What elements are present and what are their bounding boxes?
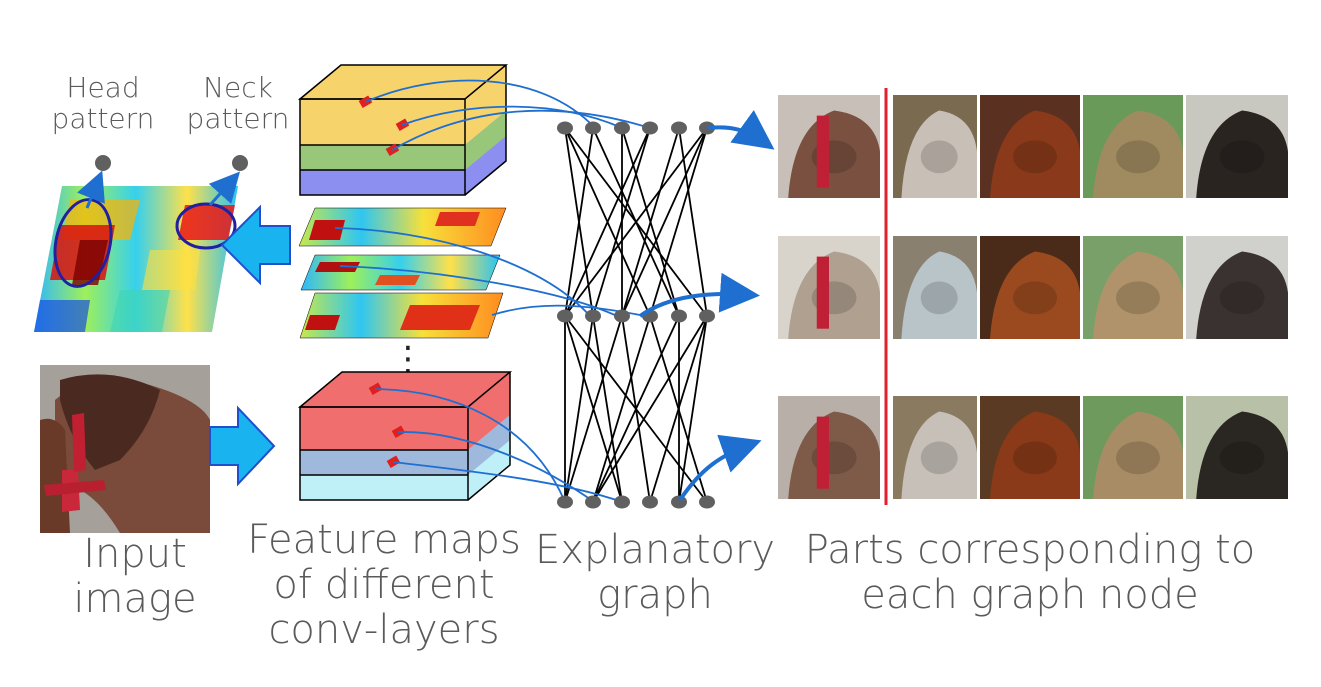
horse-cheek-bridle-patch (778, 396, 880, 499)
head-pattern-label-line2: pattern (51, 102, 155, 136)
graph-edge (592, 315, 651, 503)
graph-edge (592, 315, 623, 503)
backprojection-arrow (220, 204, 291, 286)
neck-pattern-label: Neck pattern (180, 72, 296, 135)
graph-edge (649, 315, 708, 503)
chestnut-horse-mouth-patch (980, 95, 1080, 198)
white-statue-face-patch (893, 396, 977, 499)
graph-node (614, 309, 630, 323)
head-pattern-label-line1: Head (66, 71, 140, 104)
graph-node (557, 495, 573, 509)
white-horse-statue-head-patch (893, 95, 977, 198)
explanatory-graph-label: Explanatory graph (535, 528, 775, 618)
middle-feature-map-slices (298, 207, 507, 339)
graph-node (671, 495, 687, 509)
part-patch-grid (778, 95, 1288, 499)
graph-node (699, 121, 715, 135)
graph-edge (678, 127, 708, 317)
graph-edges (564, 127, 708, 503)
graph-edge (564, 315, 708, 503)
graph-edge (564, 315, 594, 503)
neck-pattern-label-line1: Neck (203, 71, 273, 104)
graph-edge (564, 127, 708, 317)
graph-node (585, 121, 601, 135)
tan-horse-eye-patch (1083, 396, 1183, 499)
parts-label-line2: each graph node (861, 571, 1199, 618)
feature-maps-label-line3: conv-layers (268, 606, 500, 653)
graph-edge (592, 127, 651, 317)
chestnut-horse-eye-patch (980, 396, 1080, 499)
tan-foal-ears-patch (1083, 236, 1183, 339)
graph-node (557, 121, 573, 135)
graph-node (585, 309, 601, 323)
graph-node (642, 121, 658, 135)
graph-edge (564, 127, 651, 317)
feature-map-stack: ⋮ (297, 64, 513, 501)
input-forward-arrow (209, 405, 276, 487)
tan-horse-muzzle-patch (1083, 95, 1183, 198)
feature-maps-label-line1: Feature maps (247, 517, 521, 563)
head-pattern-node (95, 155, 111, 171)
black-horse-ears-patch (1186, 236, 1288, 339)
graph-node (614, 121, 630, 135)
graph-node (614, 495, 630, 509)
graph-node (557, 309, 573, 323)
explanatory-graph-label-line1: Explanatory (535, 527, 776, 573)
head-pattern-label: Head pattern (45, 72, 161, 135)
neck-pattern-node (232, 155, 248, 171)
node-to-part-arrows (638, 110, 775, 502)
neck-pattern-label-line2: pattern (186, 102, 290, 136)
parts-label: Parts corresponding to each graph node (790, 528, 1270, 618)
chestnut-horse-ears-patch (980, 236, 1080, 339)
input-horse-image (40, 365, 210, 533)
explanatory-graph-label-line2: graph (597, 571, 713, 618)
black-horse-muzzle-patch (1186, 95, 1288, 198)
graph-edge (621, 127, 680, 317)
input-image-label-line2: image (73, 575, 197, 622)
black-horse-eye-patch (1186, 396, 1288, 499)
graph-nodes (557, 121, 715, 509)
input-image-label-line1: Input (83, 531, 187, 577)
input-image-label: Input image (55, 532, 215, 622)
explanatory-graph (334, 79, 775, 509)
graph-node (671, 309, 687, 323)
activation-heatmap (34, 155, 248, 332)
graph-node (699, 495, 715, 509)
graph-edge (649, 127, 708, 317)
graph-edge (621, 127, 708, 317)
feature-maps-label: Feature maps of different conv-layers (243, 518, 525, 652)
graph-node (671, 121, 687, 135)
graph-node (699, 309, 715, 323)
white-horse-ears-patch (893, 236, 977, 339)
brown-horse-ear-patch (778, 236, 880, 339)
top-conv-layer-block (297, 64, 509, 196)
horse-head-bridle-patch (778, 95, 880, 198)
parts-label-line1: Parts corresponding to (804, 527, 1256, 573)
graph-node (642, 495, 658, 509)
graph-node (585, 495, 601, 509)
feature-maps-label-line2: of different (273, 561, 495, 608)
bottom-conv-layer-block (297, 371, 513, 501)
graph-edge (592, 315, 708, 503)
